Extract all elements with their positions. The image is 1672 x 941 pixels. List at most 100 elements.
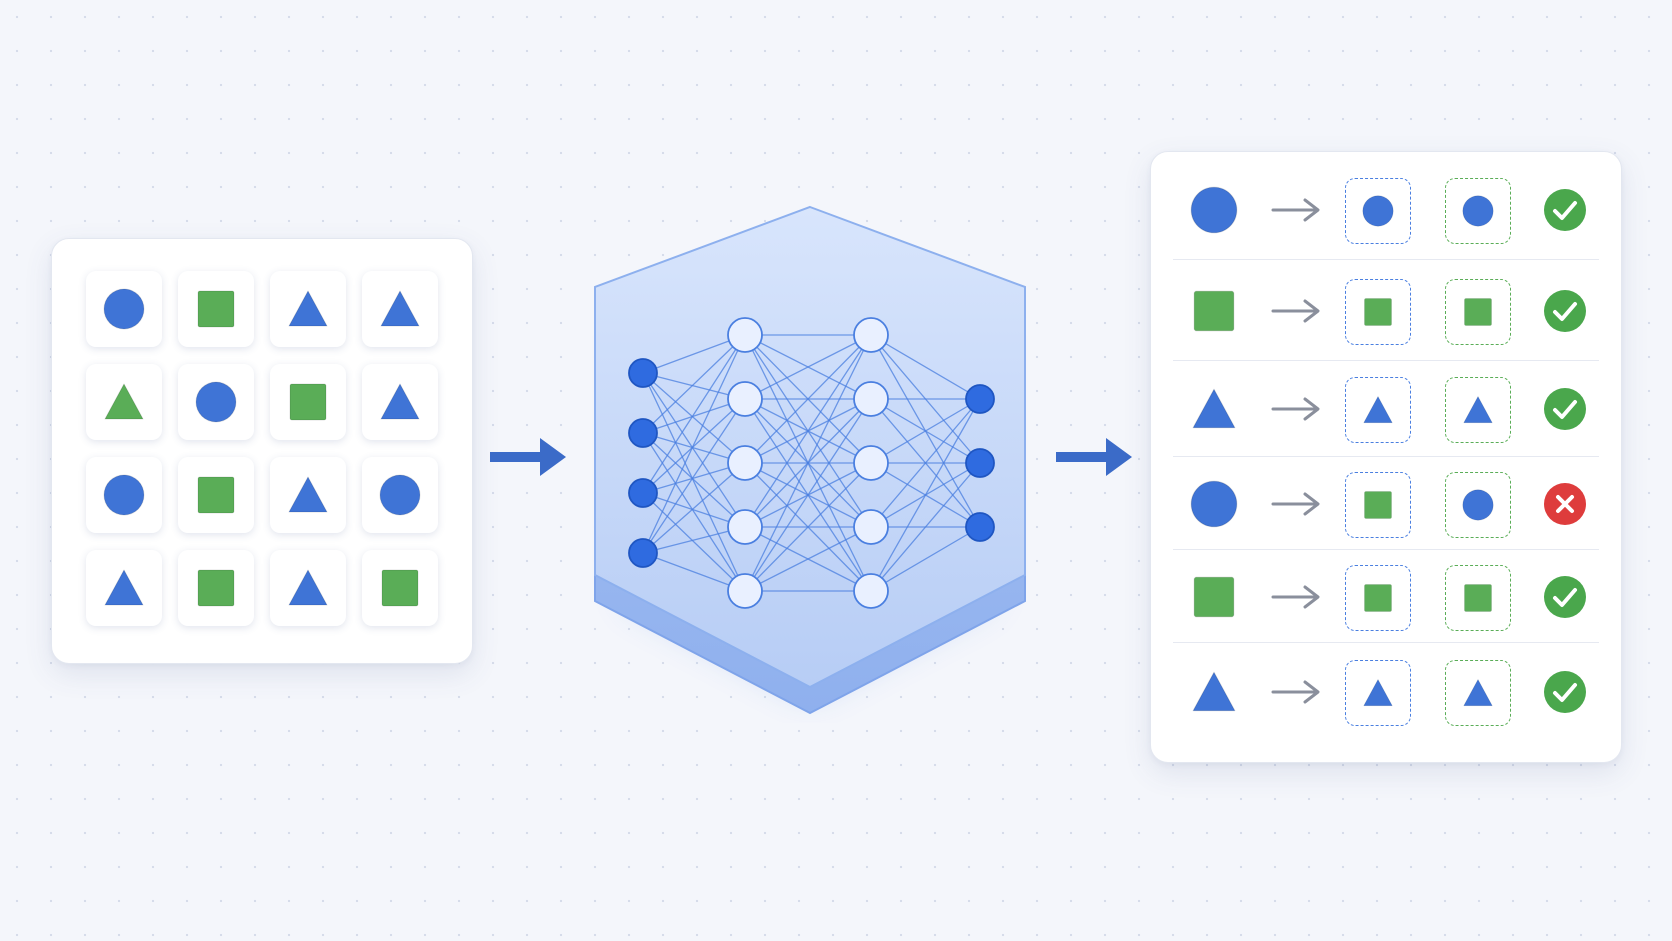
result-input-shape [1189,286,1239,336]
input-sample-tile [86,364,162,440]
green-square-icon [1193,576,1235,617]
network-connection [642,372,746,528]
input-sample-tile [362,550,438,626]
result-row [1151,360,1621,457]
input-sample-tile [178,457,254,533]
predicted-label-box [1345,660,1411,726]
network-connection [642,334,746,494]
actual-label-box [1445,471,1511,538]
network-connection [870,398,981,592]
blue-triangle-icon [288,290,328,327]
blue-circle-icon [1190,480,1238,527]
network-connection [870,462,981,592]
network-connection [642,398,746,494]
hidden-node [727,317,763,353]
network-connection [870,526,981,592]
check-icon [1544,189,1586,231]
blue-circle-icon [103,474,145,516]
green-square-icon [381,569,419,607]
network-connection [744,334,872,464]
input-sample-tile [270,550,346,626]
network-connection [642,462,746,554]
network-connection [642,398,746,554]
network-connection [642,334,746,554]
network-connection [744,398,872,592]
classification-results-panel [1150,151,1622,763]
check-icon [1544,671,1586,713]
row-divider [1173,456,1599,457]
blue-triangle-icon [288,569,328,606]
network-connection [642,334,746,434]
arrow-right-icon [1271,198,1320,222]
network-connection [744,526,872,592]
input-sample-tile [86,271,162,347]
row-divider [1173,259,1599,260]
network-connection [642,334,746,374]
input-sample-tile [178,364,254,440]
network-connection [642,492,746,592]
model-to-output-arrow-icon [1056,438,1132,476]
green-square-icon [197,290,235,328]
input-node [628,358,658,388]
blue-triangle-icon [104,569,144,606]
green-square-icon [289,383,327,421]
blue-triangle-icon [380,290,420,327]
blue-circle-icon [1190,186,1238,234]
network-connection [642,372,746,464]
green-square-icon [197,569,235,607]
actual-label-box [1445,660,1511,726]
blue-circle-icon [103,288,145,330]
network-connection [642,492,746,528]
input-sample-tile [86,550,162,626]
input-sample-tile [270,364,346,440]
network-connection [642,432,746,528]
arrow-right-icon [1271,299,1320,323]
hidden-node [727,381,763,417]
input-sample-tile [362,364,438,440]
green-square-icon [197,476,235,514]
predicted-label-box [1345,564,1411,631]
blue-triangle-icon [380,383,420,420]
network-connection [744,334,872,400]
blue-circle-icon [379,474,421,516]
network-connection [870,398,981,528]
input-to-model-arrow-icon [490,438,566,476]
result-input-shape [1189,667,1239,717]
input-sample-tile [178,550,254,626]
input-sample-tile [362,271,438,347]
actual-label-box [1445,564,1511,631]
blue-triangle-icon [1363,679,1393,707]
green-square-icon [1464,583,1492,612]
hidden-node [853,317,889,353]
output-node [965,512,995,542]
network-connection [744,334,872,592]
network-connection [642,432,746,592]
check-icon [1544,387,1586,430]
network-connection [744,334,872,528]
blue-triangle-icon [1463,679,1493,707]
blue-triangle-icon [1192,388,1236,428]
input-samples-panel [51,238,473,664]
arrow-right-icon [1271,492,1320,515]
input-node [628,418,658,448]
result-row [1151,160,1621,260]
hidden-node [853,509,889,545]
network-connection [642,552,746,592]
hidden-node [853,381,889,417]
input-node [628,538,658,568]
network-connection [744,462,872,592]
arrow-right-icon [1271,680,1320,704]
hidden-node [853,445,889,481]
result-input-shape [1189,479,1239,529]
x-icon [1544,482,1586,525]
input-sample-tile [362,457,438,533]
row-divider [1173,642,1599,643]
input-sample-tile [270,271,346,347]
blue-circle-icon [1362,195,1394,227]
green-square-icon [1364,583,1392,612]
blue-triangle-icon [1363,395,1393,423]
result-row [1151,457,1621,550]
input-node [628,478,658,508]
blue-triangle-icon [1463,395,1493,423]
green-square-icon [1193,290,1235,332]
